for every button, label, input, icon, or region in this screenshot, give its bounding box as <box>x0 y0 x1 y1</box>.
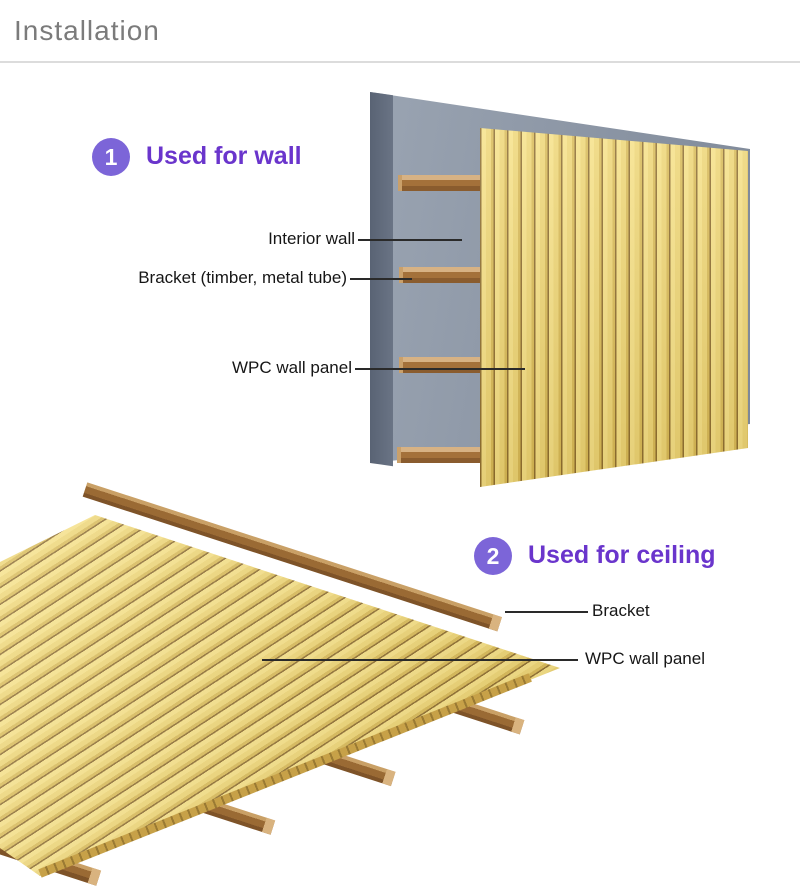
wall-step-badge: 1 <box>92 138 130 176</box>
label-wall-bracket: Bracket (timber, metal tube) <box>138 268 347 287</box>
wall-panel-leader-line <box>355 368 525 370</box>
wpc-wall-panel-surface <box>480 128 748 487</box>
wall-bracket-leader-line <box>350 278 412 280</box>
interior-wall-leader-line <box>358 239 462 241</box>
ceiling-step-badge: 2 <box>474 537 512 575</box>
ceiling-panel-leader-line <box>262 659 578 661</box>
header-divider <box>0 61 800 63</box>
ceiling-bracket-leader-line <box>505 611 588 613</box>
wall-bracket <box>399 267 492 283</box>
ceiling-section-title: Used for ceiling <box>528 541 716 569</box>
wall-bracket <box>399 357 492 373</box>
wall-section-title: Used for wall <box>146 142 302 170</box>
label-interior-wall: Interior wall <box>268 229 355 248</box>
page-title: Installation <box>14 15 160 46</box>
label-ceiling-bracket: Bracket <box>592 601 650 620</box>
label-ceiling-panel: WPC wall panel <box>585 649 705 668</box>
wall-bracket <box>398 175 493 191</box>
wall-bracket <box>397 447 492 463</box>
label-wall-panel: WPC wall panel <box>232 358 352 377</box>
